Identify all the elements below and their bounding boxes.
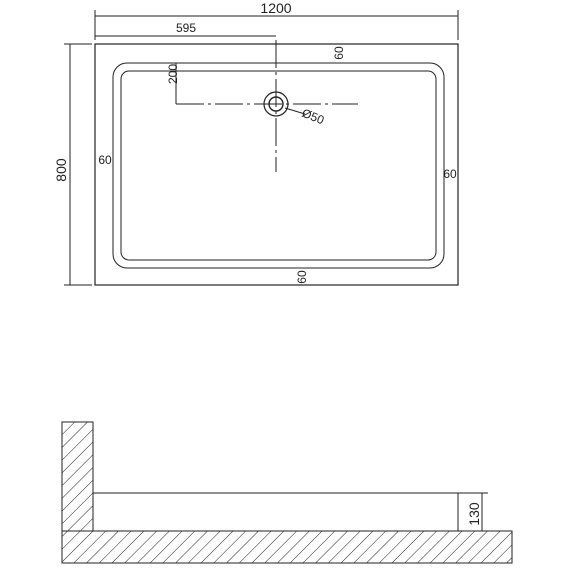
tray-height-label: 130 [466,502,482,526]
floor-section [61,530,513,564]
rim-top-label: 60 [332,46,346,60]
rim-bottom-label: 60 [295,270,309,284]
rim-right-label: 60 [443,167,457,181]
overall-width-label: 1200 [260,0,291,16]
dimension-overall-depth: 800 [53,43,92,286]
drain: Ø50 [263,91,327,128]
basin-outline-outer [112,62,445,269]
drain-diameter-label: Ø50 [300,106,327,128]
dimension-drain-offset-y: 200 [166,63,180,104]
tray-section [92,492,459,532]
plan-view: 1200 800 595 200 Ø50 60 [53,0,459,286]
section-view: 130 [61,421,513,564]
wall-section [61,421,94,532]
dimension-overall-width: 1200 [94,0,459,40]
rim-left-label: 60 [98,153,112,167]
drain-offset-y-label: 200 [166,64,180,84]
dimension-tray-height: 130 [458,492,488,531]
dimension-drain-offset-x: 595 [95,21,276,37]
drain-offset-x-label: 595 [176,21,196,35]
basin-outline-inner [120,70,437,261]
overall-depth-label: 800 [53,158,69,182]
